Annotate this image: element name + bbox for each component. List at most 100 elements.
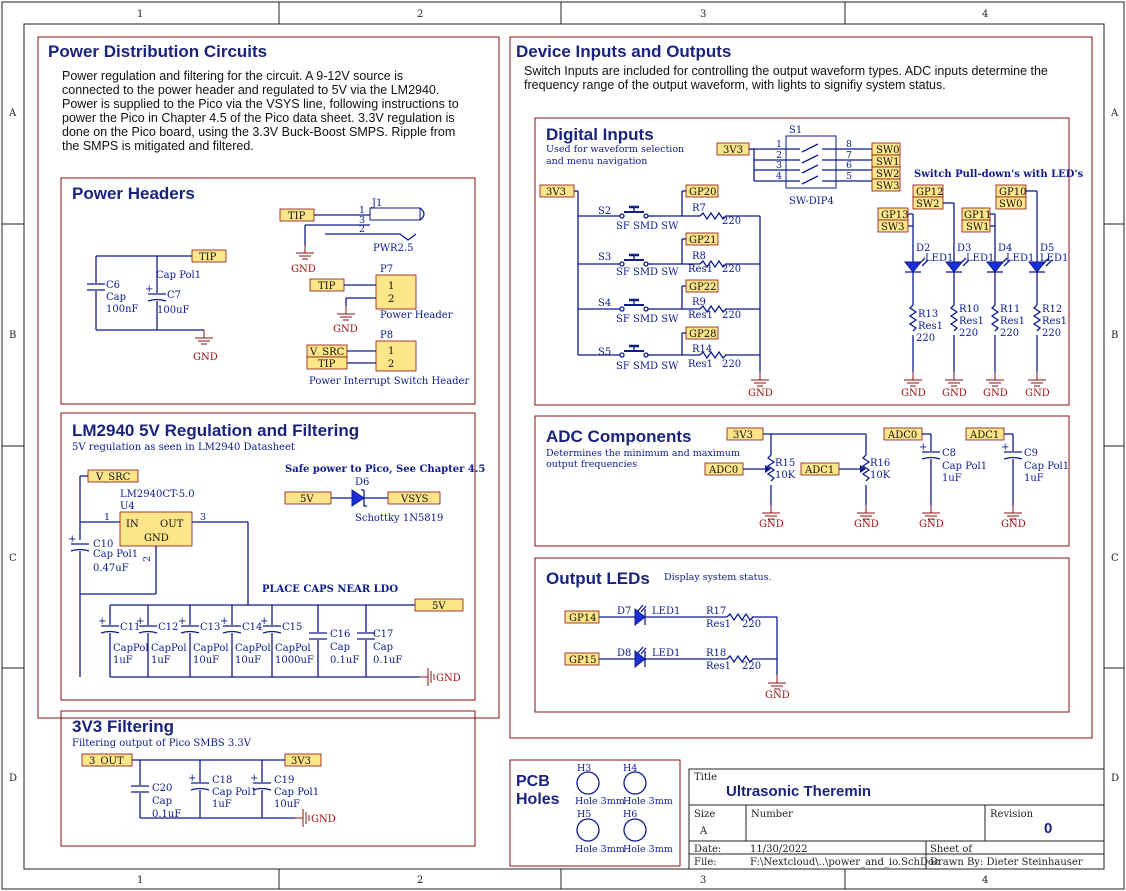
lm2940-title: LM2940 5V Regulation and Filtering	[72, 421, 359, 440]
svg-text:220: 220	[722, 359, 741, 370]
svg-text:Power Header: Power Header	[380, 310, 453, 321]
grid-col-3: 3	[700, 9, 706, 20]
svg-text:2: 2	[776, 150, 782, 161]
svg-text:the SMPS is mitigated and filt: the SMPS is mitigated and filtered.	[62, 139, 254, 153]
svg-text:GND: GND	[901, 388, 926, 399]
svg-text:3V3: 3V3	[723, 145, 743, 156]
svg-text:Hole 3mm: Hole 3mm	[623, 844, 673, 855]
power-distribution-frame	[37, 36, 500, 719]
svg-text:LED1: LED1	[1040, 253, 1068, 264]
svg-text:R9: R9	[692, 297, 706, 308]
svg-text:220: 220	[742, 661, 761, 672]
svg-text:3V3: 3V3	[733, 430, 753, 441]
svg-text:Power is supplied to the Pico: Power is supplied to the Pico via the VS…	[62, 97, 459, 111]
svg-text:C10: C10	[93, 539, 113, 550]
svg-text:C16: C16	[330, 629, 350, 640]
svg-text:CapPol: CapPol	[235, 643, 271, 654]
svg-text:V_SRC: V_SRC	[309, 347, 345, 358]
svg-text:H6: H6	[623, 809, 637, 820]
svg-text:3: 3	[359, 215, 365, 226]
svg-text:J1: J1	[371, 198, 382, 209]
svg-text:SW1: SW1	[876, 157, 900, 168]
svg-text:5: 5	[846, 171, 852, 182]
svg-text:Res1: Res1	[688, 264, 713, 275]
svg-text:1: 1	[104, 512, 110, 523]
drawing-title: Ultrasonic Theremin	[726, 783, 871, 800]
svg-text:1: 1	[388, 346, 394, 357]
svg-text:GP28: GP28	[689, 329, 716, 340]
svg-text:220: 220	[742, 619, 761, 630]
svg-text:5V: 5V	[432, 601, 446, 612]
svg-text:220: 220	[916, 333, 935, 344]
svg-text:1uF: 1uF	[1024, 473, 1044, 484]
outled-sub: Display system status.	[664, 572, 771, 583]
svg-text:H3: H3	[577, 763, 591, 774]
svg-text:SW3: SW3	[881, 222, 905, 233]
svg-text:CapPol: CapPol	[193, 643, 229, 654]
svg-text:P7: P7	[380, 264, 393, 275]
svg-text:10K: 10K	[775, 470, 796, 481]
svg-text:ADC0: ADC0	[708, 465, 738, 476]
svg-text:PWR2.5: PWR2.5	[373, 243, 413, 254]
svg-text:TIP: TIP	[318, 281, 336, 292]
svg-text:220: 220	[722, 264, 741, 275]
svg-text:GP12: GP12	[916, 187, 943, 198]
svg-text:220: 220	[1042, 328, 1061, 339]
svg-text:GND: GND	[759, 519, 784, 530]
svg-text:LM2940CT-5.0: LM2940CT-5.0	[120, 489, 195, 500]
svg-text:C6: C6	[106, 280, 120, 291]
svg-text:10uF: 10uF	[193, 655, 219, 666]
svg-text:220: 220	[1000, 328, 1019, 339]
svg-text:8: 8	[846, 139, 852, 150]
svg-text:R15: R15	[775, 458, 795, 469]
svg-text:10uF: 10uF	[235, 655, 261, 666]
grid-col-3-bottom: 3	[700, 875, 706, 886]
svg-text:10uF: 10uF	[274, 799, 300, 810]
switch-s3: GP21 S3 SF SMD SW R8 Res1 220	[578, 232, 760, 278]
svg-text:3: 3	[200, 512, 206, 523]
svg-text:GP22: GP22	[689, 282, 716, 293]
svg-text:Revision: Revision	[990, 809, 1034, 820]
svg-text:LED1: LED1	[652, 648, 680, 659]
svg-text:SF SMD SW: SF SMD SW	[616, 361, 679, 372]
svg-text:1: 1	[359, 205, 365, 216]
svg-text:100uF: 100uF	[157, 305, 190, 316]
svg-text:Res1: Res1	[688, 310, 713, 321]
digital-switch-circuit: 3V3 GND	[539, 184, 773, 399]
svg-text:S3: S3	[598, 252, 611, 263]
svg-text:D3: D3	[957, 243, 971, 254]
svg-text:Res1: Res1	[1000, 316, 1025, 327]
svg-text:GND: GND	[291, 264, 316, 275]
svg-text:File:: File:	[694, 857, 717, 868]
svg-text:Cap: Cap	[106, 292, 126, 303]
svg-text:R12: R12	[1042, 304, 1062, 315]
svg-text:2: 2	[388, 294, 394, 305]
digital-sub-1: Used for waveform selection	[546, 144, 684, 155]
adc-sub-2: output frequencies	[546, 459, 637, 470]
pcb-holes-frame	[509, 759, 681, 867]
svg-text:GP14: GP14	[569, 613, 596, 624]
svg-text:F:\Nextcloud\..\power_and_io.S: F:\Nextcloud\..\power_and_io.SchDoc	[750, 857, 940, 868]
svg-text:C14: C14	[242, 622, 262, 633]
svg-text:SW1: SW1	[966, 222, 990, 233]
svg-text:SW0: SW0	[876, 145, 900, 156]
svg-text:D4: D4	[998, 243, 1012, 254]
svg-text:GND: GND	[144, 533, 169, 544]
svg-text:R17: R17	[706, 606, 726, 617]
svg-text:Number: Number	[751, 809, 793, 820]
svg-text:D5: D5	[1040, 243, 1054, 254]
svg-text:GND: GND	[193, 352, 218, 363]
svg-text:TIP: TIP	[288, 211, 306, 222]
svg-text:1000uF: 1000uF	[275, 655, 314, 666]
svg-text:GND: GND	[311, 814, 336, 825]
svg-text:SW3: SW3	[876, 181, 900, 192]
grid-row-c: C	[9, 553, 17, 564]
grid-col-1-bottom: 1	[137, 875, 143, 886]
c6-c7-circuit: TIP GND C6 Cap 100nF Cap Pol1 C7 100uF	[86, 249, 227, 363]
svg-text:0.47uF: 0.47uF	[93, 563, 129, 574]
svg-text:Res1: Res1	[706, 661, 731, 672]
